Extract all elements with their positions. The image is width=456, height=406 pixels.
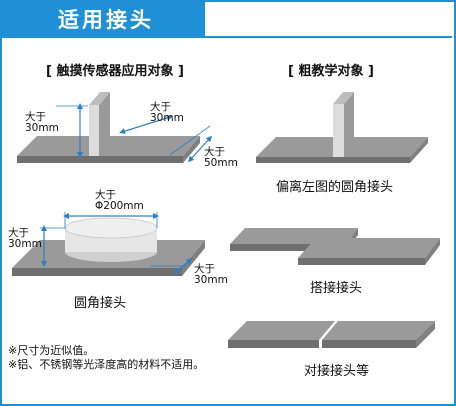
right-section-label: [ 粗教学对象 ] [288,64,374,79]
header-rule [0,36,452,38]
t-joint-base-top [17,136,200,156]
header-title: 适用接头 [58,8,154,32]
left-section-label: [ 触摸传感器应用对象 ] [46,64,184,79]
t-joint-base-front [17,156,183,163]
t-joint-wall-face [89,105,99,156]
offset-base-front [256,157,410,163]
butt-joint-diagram [228,321,435,348]
offset-wall-top [333,92,354,104]
offset-base-side [410,137,428,163]
offset-wall-side [344,92,354,157]
round-joint-base-front [12,268,182,276]
butt-left-front [228,340,319,348]
t-joint-depth-annotation: 大于 50mm [204,146,238,169]
round-joint-diagram [12,212,205,276]
offset-wall-face [333,104,344,157]
lap-joint-diagram [230,228,440,265]
round-joint-margin-annotation: 大于 30mm [194,263,228,286]
lap-upper-top-over [310,238,352,244]
lap-lower-front [298,258,425,265]
round-joint-diameter-annotation: 大于 Φ200mm [95,189,144,212]
round-joint-caption: 圆角接头 [74,296,127,311]
note-approximate: ※尺寸为近似值。 [8,344,95,357]
cylinder-top [64,217,158,239]
butt-right-front [322,340,416,348]
round-joint-height-annotation: 大于 30mm [8,227,42,250]
t-joint-diagram [17,92,213,163]
t-joint-width-annotation: 大于 30mm [150,101,184,124]
butt-right-side [416,321,435,348]
offset-fillet-caption: 偏离左图的圆角接头 [276,180,394,195]
lap-lower-side [425,238,440,265]
butt-right-top [322,321,435,340]
header-tab: 适用接头 [0,0,205,36]
offset-fillet-diagram [256,92,428,163]
t-joint-height-annotation: 大于 30mm [25,111,59,134]
butt-left-top [228,321,335,340]
t-joint-wall-side [99,92,110,156]
lap-joint-caption: 搭接接头 [310,281,363,296]
t-joint-wall-top [89,92,110,105]
butt-joint-caption: 对接接头等 [304,364,370,379]
note-materials: ※铝、不锈钢等光泽度高的材料不适用。 [8,358,205,371]
